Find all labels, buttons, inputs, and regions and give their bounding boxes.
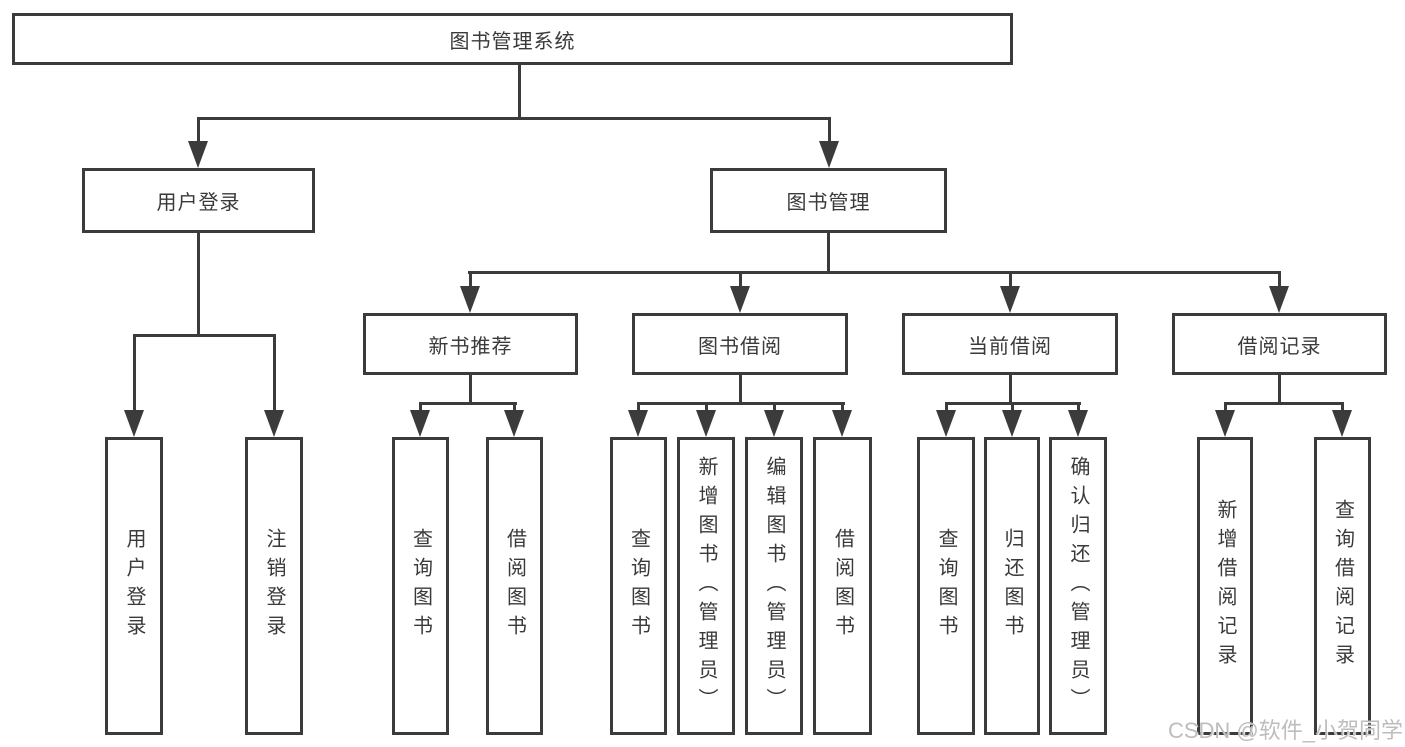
connector-line (841, 402, 844, 412)
node-current-borrow: 当前借阅 (902, 313, 1118, 375)
node-label: 注销登录 (263, 528, 285, 644)
connector-line (637, 402, 845, 405)
node-leaf-cb-confirm: 确认归还（管理员） (1049, 437, 1107, 735)
node-borrow-records: 借阅记录 (1172, 313, 1387, 375)
node-label: 新书推荐 (428, 335, 513, 358)
connector-line (705, 402, 708, 412)
connector-line (1011, 402, 1014, 412)
arrow-down-icon (628, 410, 648, 437)
node-user-login: 用户登录 (82, 168, 315, 233)
node-label: 借阅图书 (831, 528, 854, 644)
connector-line (419, 402, 422, 412)
connector-line (518, 64, 521, 118)
node-label: 用户登录 (123, 528, 145, 644)
arrow-down-icon (819, 141, 839, 168)
node-leaf-nb-query: 查询图书 (392, 437, 449, 735)
node-leaf-nb-borrow: 借阅图书 (486, 437, 543, 735)
node-leaf-bb-add: 新增图书（管理员） (677, 437, 735, 735)
arrow-down-icon (764, 410, 784, 437)
node-leaf-logout: 注销登录 (245, 437, 303, 735)
arrow-down-icon (730, 286, 750, 313)
connector-line (1009, 271, 1012, 288)
arrow-down-icon (1000, 286, 1020, 313)
arrow-down-icon (124, 410, 144, 437)
node-label: 查询图书 (409, 528, 432, 644)
connector-line (468, 271, 1281, 274)
arrow-down-icon (1332, 410, 1352, 437)
connector-line (1278, 375, 1281, 405)
node-book-mgmt: 图书管理 (710, 168, 947, 233)
connector-line (197, 117, 200, 143)
arrow-down-icon (504, 410, 524, 437)
arrow-down-icon (696, 410, 716, 437)
node-label: 查询图书 (627, 528, 650, 644)
connector-line (1278, 271, 1281, 288)
connector-line (1224, 402, 1344, 405)
connector-line (827, 233, 830, 272)
connector-line (1077, 402, 1080, 412)
arrow-down-icon (410, 410, 430, 437)
connector-line (133, 334, 136, 412)
node-book-borrow: 图书借阅 (632, 313, 848, 375)
arrow-down-icon (1269, 286, 1289, 313)
connector-line (133, 334, 276, 337)
arrow-down-icon (1002, 410, 1022, 437)
node-root-label: 图书管理系统 (449, 30, 576, 53)
connector-line (469, 375, 472, 405)
node-label: 查询借阅记录 (1331, 499, 1354, 673)
arrow-down-icon (1215, 410, 1235, 437)
node-leaf-cb-return: 归还图书 (984, 437, 1040, 735)
connector-line (1341, 402, 1344, 412)
arrow-down-icon (188, 141, 208, 168)
arrow-down-icon (832, 410, 852, 437)
arrow-down-icon (460, 286, 480, 313)
arrow-down-icon (1068, 410, 1088, 437)
node-label: 用户登录 (156, 192, 241, 214)
node-label: 编辑图书（管理员） (763, 455, 785, 717)
connector-line (197, 233, 200, 336)
node-label: 新增图书（管理员） (695, 455, 717, 717)
node-label: 图书管理 (786, 192, 871, 214)
node-label: 图书借阅 (698, 335, 782, 358)
connector-line (739, 271, 742, 288)
connector-line (419, 402, 517, 405)
connector-line (945, 402, 948, 412)
node-label: 借阅记录 (1237, 335, 1322, 358)
node-leaf-cb-query: 查询图书 (917, 437, 975, 735)
node-label: 新增借阅记录 (1214, 499, 1236, 673)
node-new-books: 新书推荐 (363, 313, 578, 375)
connector-line (773, 402, 776, 412)
connector-line (513, 402, 516, 412)
connector-line (469, 271, 472, 288)
node-leaf-bb-borrow: 借阅图书 (813, 437, 872, 735)
connector-line (828, 117, 831, 143)
connector-line (1009, 375, 1012, 405)
node-label: 查询图书 (935, 528, 957, 644)
node-leaf-br-query: 查询借阅记录 (1314, 437, 1371, 735)
arrow-down-icon (264, 410, 284, 437)
connector-line (197, 117, 831, 120)
connector-line (739, 375, 742, 405)
connector-line (273, 334, 276, 412)
node-label: 当前借阅 (968, 335, 1052, 358)
node-leaf-bb-query: 查询图书 (610, 437, 667, 735)
node-leaf-user-login: 用户登录 (105, 437, 163, 735)
node-label: 归还图书 (1001, 528, 1023, 644)
connector-line (1224, 402, 1227, 412)
node-root: 图书管理系统 (12, 13, 1013, 65)
node-label: 确认归还（管理员） (1067, 455, 1089, 717)
csdn-watermark: CSDN @软件_小贺同学 (1167, 718, 1403, 743)
arrow-down-icon (936, 410, 956, 437)
node-leaf-br-add: 新增借阅记录 (1197, 437, 1253, 735)
connector-line (637, 402, 640, 412)
node-label: 借阅图书 (503, 528, 526, 644)
node-leaf-bb-edit: 编辑图书（管理员） (745, 437, 803, 735)
